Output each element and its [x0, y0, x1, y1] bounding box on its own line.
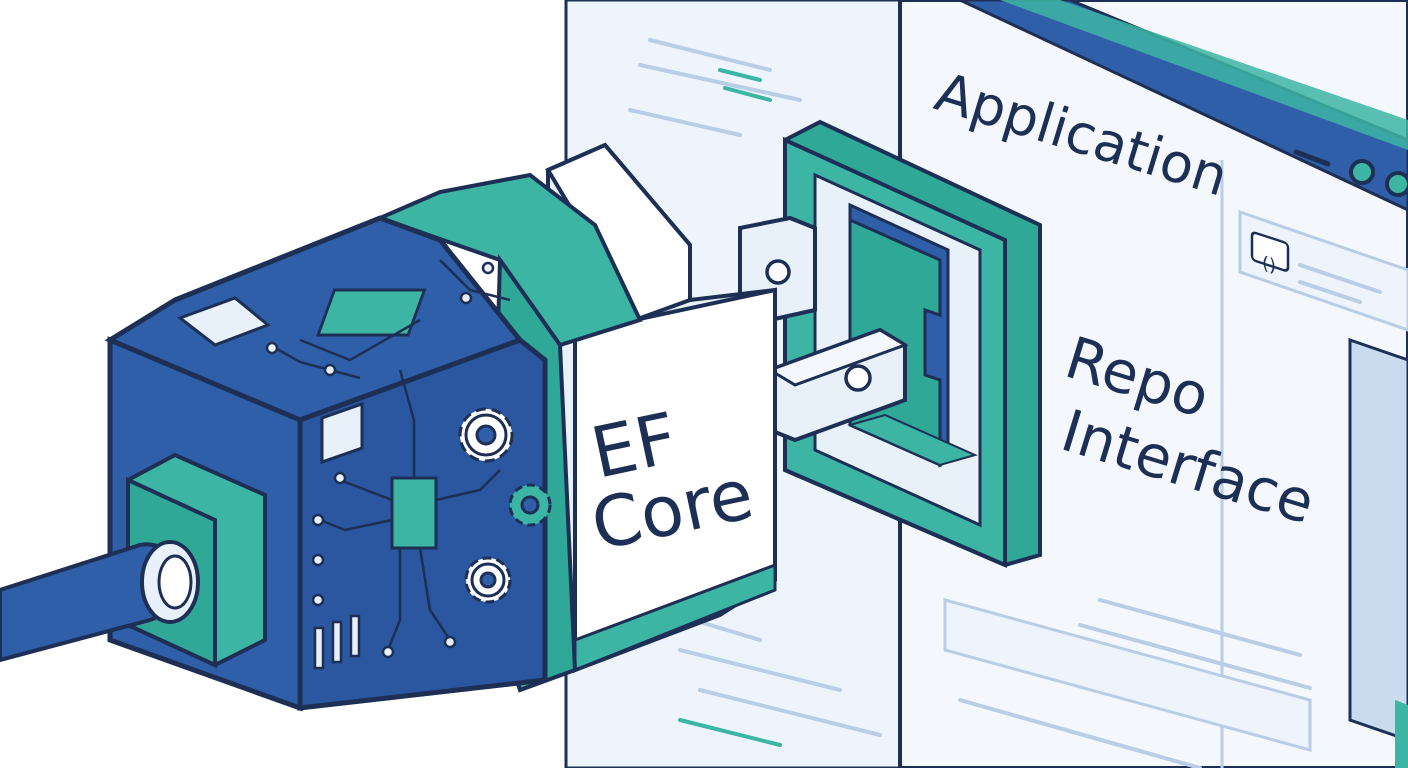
pcb-top-chip [316, 288, 427, 337]
socket-hole-floor [847, 413, 978, 467]
gear-icon [508, 483, 552, 527]
pcb-main-chip [390, 476, 438, 550]
code-badge-panel: () [1238, 209, 1408, 332]
pcb-top-label [176, 296, 271, 347]
side-panel-accent [1395, 700, 1408, 768]
maximize-icon[interactable] [1349, 159, 1375, 185]
usb-cable [0, 540, 200, 663]
pcb-side-details [311, 369, 552, 670]
lower-prong-hole [844, 364, 872, 392]
ef-label-line1: EF [584, 397, 684, 495]
gear-icon [458, 407, 514, 463]
code-lines-back [628, 38, 882, 747]
close-icon[interactable] [1385, 171, 1408, 197]
code-badge [1250, 231, 1290, 272]
pcb-side-label [320, 401, 364, 465]
code-badge-text: () [1262, 252, 1276, 277]
app-title-bar [959, 0, 1408, 212]
upper-prong-hole [765, 259, 791, 285]
ef-core-adapter: EF Core [104, 142, 777, 712]
cable-collar-inner [157, 554, 193, 610]
pcb-top-details [176, 259, 511, 380]
lower-text-field [943, 598, 1312, 752]
window-controls [1293, 149, 1408, 197]
lower-code-lines [958, 598, 1312, 768]
app-title-bar-accent [1000, 0, 1408, 150]
minimize-icon[interactable] [1293, 149, 1331, 167]
gear-icon [464, 556, 512, 604]
plug-prongs [738, 215, 909, 443]
side-panel [1348, 337, 1408, 742]
lower-prong-top [766, 328, 909, 387]
pcb-bars [313, 614, 361, 670]
